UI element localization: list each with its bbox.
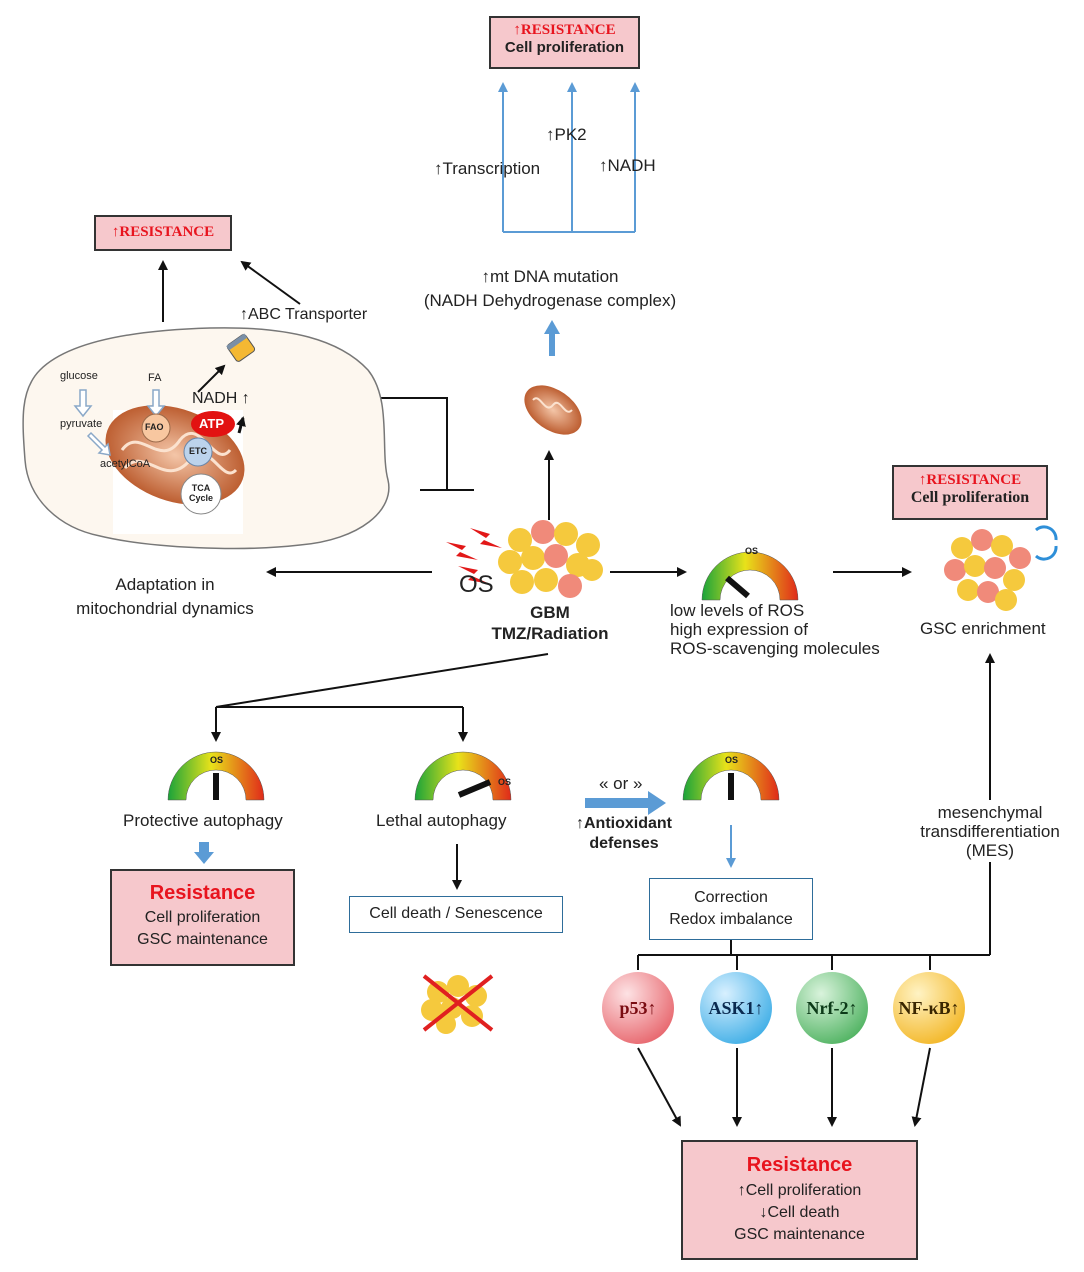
mes-line1: mesenchymal [937,803,1043,822]
left-resistance-title: ↑RESISTANCE [111,224,215,240]
ask1-label: ASK1↑ [708,997,764,1018]
p53-node: p53↑ [602,972,674,1044]
ask1-node: ASK1↑ [700,972,772,1044]
transcription-factor-bracket [637,940,990,970]
os-label: OS [459,571,494,598]
ros-label: low levels of ROS high expression of ROS… [670,601,880,658]
cell-death-box: Cell death / Senescence [349,896,563,933]
mtdna-line2: (NADH Dehydrogenase complex) [423,291,677,311]
ros-line1: low levels of ROS [670,601,805,620]
abc-to-resistance-arrow [240,260,301,305]
fa-label: FA [148,372,162,384]
top-blue-arrows [498,82,640,233]
correction-box: Correction Redox imbalance [649,878,813,940]
atp-oval [191,411,235,437]
etc-label: ETC [189,446,207,456]
resistance-left-line1: Cell proliferation [144,909,261,926]
adaptation-label: Adaptation in mitochondrial dynamics [50,574,280,620]
gauge-ros [701,551,799,601]
top-resistance-line: Cell proliferation [504,39,625,56]
left-resistance-box: ↑RESISTANCE [94,215,232,251]
ros-line3: ROS-scavenging molecules [670,639,880,659]
nfkb-label: NF-κB↑ [898,997,960,1018]
correction-line1: Correction [694,889,768,906]
antioxidant-line1: ↑Antioxidant [576,815,672,832]
or-label: « or » [599,774,643,793]
transcription-label: ↑Transcription [434,159,541,178]
glucose-label: glucose [60,370,98,382]
cell-nadh-label: NADH ↑ [192,390,250,407]
nadh-top-label: ↑NADH [599,156,656,175]
resistance-left-box: Resistance Cell proliferation GSC mainte… [110,869,295,966]
abc-transporter-label: ↑ABC Transporter [240,306,368,323]
gauge-antioxidant-label: OS [725,755,739,765]
fao-label: FAO [145,422,164,432]
gbm-cluster-icon [498,520,603,598]
tca-line2: Cycle [188,492,214,503]
gauge-lethal-label: OS [498,777,512,787]
nrf2-node: Nrf-2↑ [796,972,868,1044]
tca-label: TCA Cycle [186,483,216,504]
resistance-left-title: Resistance [149,882,256,904]
resistance-bottom-line3: GSC maintenance [734,1225,865,1243]
adaptation-line1: Adaptation in [115,575,215,594]
gauge-ros-label: OS [745,546,759,556]
nfkb-node: NF-κB↑ [893,972,965,1044]
mes-label: mesenchymal transdifferentiation (MES) [900,803,1080,860]
mes-line2: transdifferentiation [920,822,1060,842]
right-resistance-line: Cell proliferation [910,489,1030,506]
right-resistance-title: ↑RESISTANCE [918,472,1022,488]
atp-label: ATP [199,416,225,431]
adaptation-line2: mitochondrial dynamics [76,599,254,619]
acetylcoa-label: acetylCoA [100,458,151,470]
lethal-autophagy-label: Lethal autophagy [376,811,507,830]
os-lightning-icon [446,528,502,584]
tca-line1: TCA [191,483,211,493]
abc-transporter-icon [226,333,256,362]
factor-to-resistance-arrows [637,1047,931,1127]
pk2-label: ↑PK2 [546,125,587,144]
gsc-enrichment-label: GSC enrichment [920,619,1046,638]
resistance-left-line2: GSC maintenance [137,930,268,948]
cell-death-label: Cell death / Senescence [369,905,543,922]
self-renewal-icon [1034,525,1058,561]
right-resistance-box: ↑RESISTANCE Cell proliferation [892,465,1048,520]
resistance-bottom-line2: ↓Cell death [759,1203,840,1221]
mtdna-mutation-label: ↑mt DNA mutation (NADH Dehydrogenase com… [400,266,700,312]
pyruvate-label: pyruvate [60,418,103,430]
resistance-bottom-title: Resistance [746,1154,853,1176]
top-resistance-title: ↑RESISTANCE [513,22,616,38]
antioxidant-label: ↑Antioxidant defenses [568,814,680,854]
ros-line2: high expression of [670,620,808,640]
resistance-bottom-box: Resistance ↑Cell proliferation ↓Cell dea… [681,1140,918,1260]
protective-autophagy-label: Protective autophagy [123,811,283,830]
gbm-line2: TMZ/Radiation [491,624,609,644]
top-resistance-box: ↑RESISTANCE Cell proliferation [489,16,640,69]
mtdna-line1: ↑mt DNA mutation [481,267,619,286]
gbm-label: GBM TMZ/Radiation [470,602,630,645]
p53-label: p53↑ [619,997,657,1018]
resistance-bottom-line1: ↑Cell proliferation [737,1181,862,1199]
mitochondrion-icon [524,385,582,435]
mes-line3: (MES) [965,841,1015,861]
gbm-line1: GBM [530,603,570,622]
gauge-lethal [414,751,512,801]
autophagy-split-lines [211,653,549,742]
metabolic-arrows [73,389,166,456]
gauge-protective-label: OS [210,755,224,765]
antioxidant-line2: defenses [589,835,659,852]
gauge-protective [167,751,265,801]
nrf2-label: Nrf-2↑ [806,997,858,1018]
dead-cluster-icon [421,974,494,1034]
gsc-cluster-icon [944,529,1031,611]
gauge-antioxidant [682,751,780,801]
correction-line2: Redox imbalance [669,911,793,929]
